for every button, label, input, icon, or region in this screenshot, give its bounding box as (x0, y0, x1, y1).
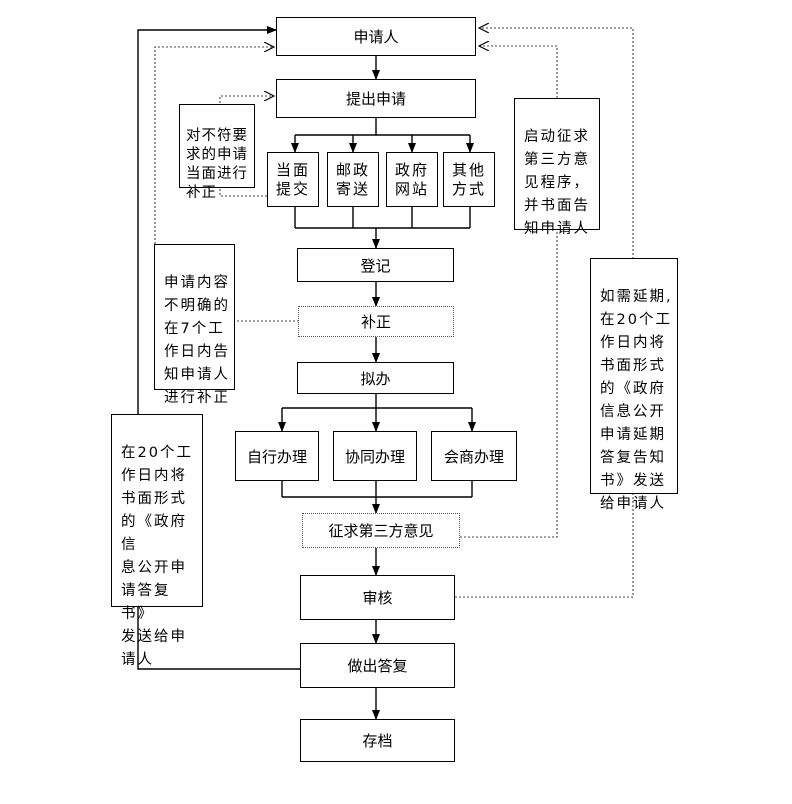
register-label: 登记 (360, 256, 391, 275)
draft-box: 拟办 (297, 362, 454, 394)
applicant-box: 申请人 (276, 17, 476, 56)
submit-application-box: 提出申请 (276, 79, 476, 118)
review-label: 审核 (362, 589, 393, 607)
applicant-label: 申请人 (353, 28, 399, 46)
note-extension: 如需延期, 在20个工 作日内将 书面形式 的《政府 信息公开 申请延期 答复告… (590, 258, 678, 512)
note-unclear-content: 申请内容 不明确的 在7个工 作日内告 知申请人 进行补正 (154, 244, 235, 406)
reply-box: 做出答复 (300, 643, 455, 688)
channel-website-label: 政府 网站 (394, 160, 429, 198)
review-box: 审核 (300, 575, 455, 620)
note-in-person-correction-text: 对不符要 求的申请 当面进行 补正 (186, 128, 248, 201)
channel-postal: 邮政 寄送 (327, 152, 379, 207)
correction-label: 补正 (360, 313, 391, 331)
correction-box: 补正 (298, 306, 454, 337)
channel-other-label: 其他 方式 (451, 160, 486, 198)
note-reply-deadline: 在20个工 作日内将 书面形式 的《政府信 息公开申 请答复书》 发送给申 请人 (111, 414, 203, 668)
draft-label: 拟办 (360, 369, 391, 388)
note-third-party-procedure-text: 启动征求 第三方意 见程序， 并书面告 知申请人 (524, 129, 590, 237)
handle-cooperative-label: 协同办理 (344, 447, 405, 466)
channel-in-person-label: 当面 提交 (275, 160, 310, 198)
third-party-opinion-label: 征求第三方意见 (328, 522, 434, 540)
note-unclear-content-text: 申请内容 不明确的 在7个工 作日内告 知申请人 进行补正 (164, 275, 230, 406)
register-box: 登记 (297, 248, 454, 282)
reply-label: 做出答复 (347, 657, 408, 675)
archive-label: 存档 (362, 732, 393, 750)
handle-self-label: 自行办理 (246, 447, 307, 466)
note-third-party-procedure: 启动征求 第三方意 见程序， 并书面告 知申请人 (514, 98, 600, 237)
archive-box: 存档 (300, 719, 455, 762)
submit-application-label: 提出申请 (345, 90, 406, 108)
channel-in-person: 当面 提交 (267, 152, 319, 207)
third-party-opinion-box: 征求第三方意见 (302, 513, 460, 548)
channel-postal-label: 邮政 寄送 (335, 160, 370, 198)
channel-website: 政府 网站 (386, 152, 438, 207)
handle-consultation-label: 会商办理 (443, 447, 504, 466)
note-reply-deadline-text: 在20个工 作日内将 书面形式 的《政府信 息公开申 请答复书》 发送给申 请人 (121, 445, 193, 668)
handle-self-box: 自行办理 (235, 431, 319, 481)
handle-consultation-box: 会商办理 (431, 431, 517, 481)
note-extension-text: 如需延期, 在20个工 作日内将 书面形式 的《政府 信息公开 申请延期 答复告… (600, 289, 673, 512)
channel-other: 其他 方式 (443, 152, 495, 207)
handle-cooperative-box: 协同办理 (333, 431, 417, 481)
note-in-person-correction: 对不符要 求的申请 当面进行 补正 (179, 104, 255, 201)
